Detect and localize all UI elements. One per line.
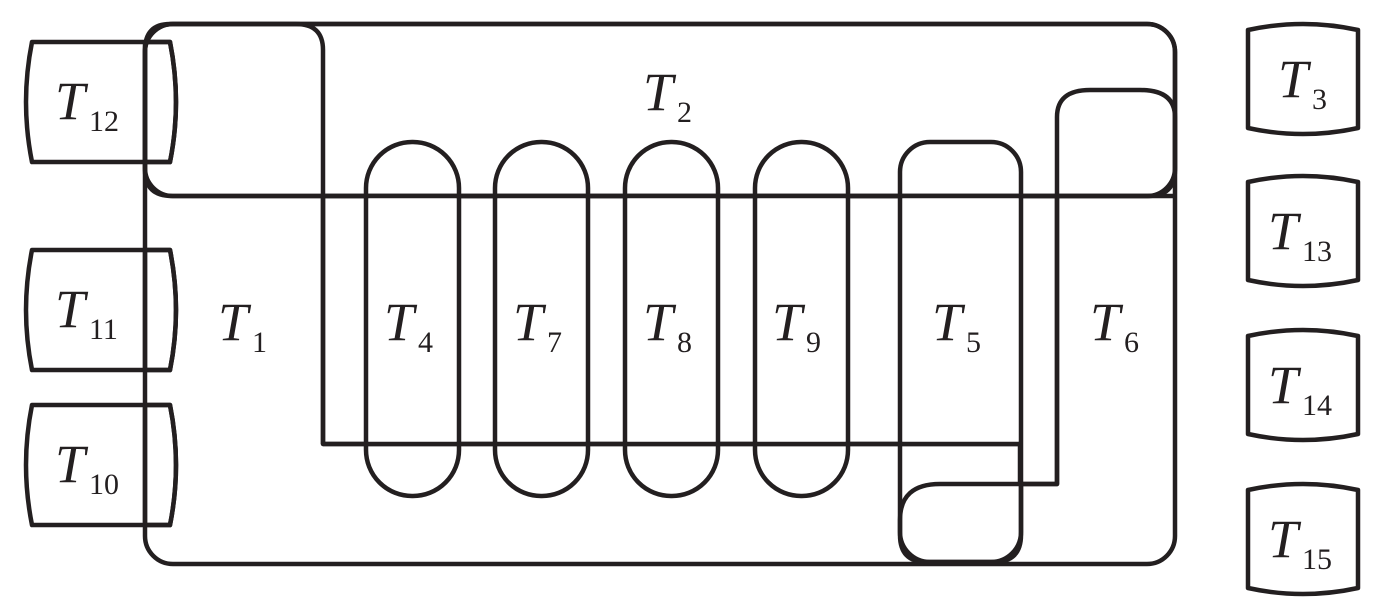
svg-text:T8: T8: [643, 292, 692, 359]
cylinder-t3: [1245, 21, 1361, 137]
svg-text:T11: T11: [55, 279, 118, 346]
svg-text:T4: T4: [384, 292, 433, 359]
capsule-t7: [492, 139, 591, 499]
svg-text:T9: T9: [772, 292, 821, 359]
capsule-t4-window: [368, 196, 457, 444]
capsule-t9-window: [757, 196, 846, 444]
capsule-t8-window: [627, 196, 716, 444]
capsule-t9: [752, 139, 851, 499]
svg-text:T5: T5: [932, 292, 981, 359]
capsule-t4: [363, 139, 462, 499]
svg-text:T14: T14: [1268, 355, 1332, 422]
capsule-t7-window: [497, 196, 586, 444]
cylinder-t12: [23, 39, 179, 165]
svg-text:T1: T1: [218, 292, 267, 359]
t6-right-line: [1021, 196, 1060, 487]
capsule-t5-window: [902, 196, 1019, 444]
region-t12-corner: [142, 21, 326, 199]
cylinder-t15: [1245, 481, 1361, 597]
cylinder-t14: [1245, 327, 1361, 443]
cylinder-t10: [23, 402, 179, 528]
svg-text:T3: T3: [1278, 49, 1327, 116]
svg-text:T15: T15: [1268, 509, 1332, 576]
cylinder-t11: [23, 247, 179, 373]
region-t2-right-corner: [1054, 87, 1178, 199]
capsule-t5-overlap: [897, 481, 1024, 565]
svg-text:T10: T10: [55, 434, 119, 501]
svg-text:T7: T7: [513, 292, 562, 359]
capsule-t8: [622, 139, 721, 499]
svg-text:T13: T13: [1268, 201, 1332, 268]
svg-text:T6: T6: [1090, 292, 1139, 359]
svg-text:T12: T12: [55, 71, 119, 138]
svg-text:T2: T2: [643, 62, 692, 129]
cylinder-t13: [1245, 173, 1361, 289]
